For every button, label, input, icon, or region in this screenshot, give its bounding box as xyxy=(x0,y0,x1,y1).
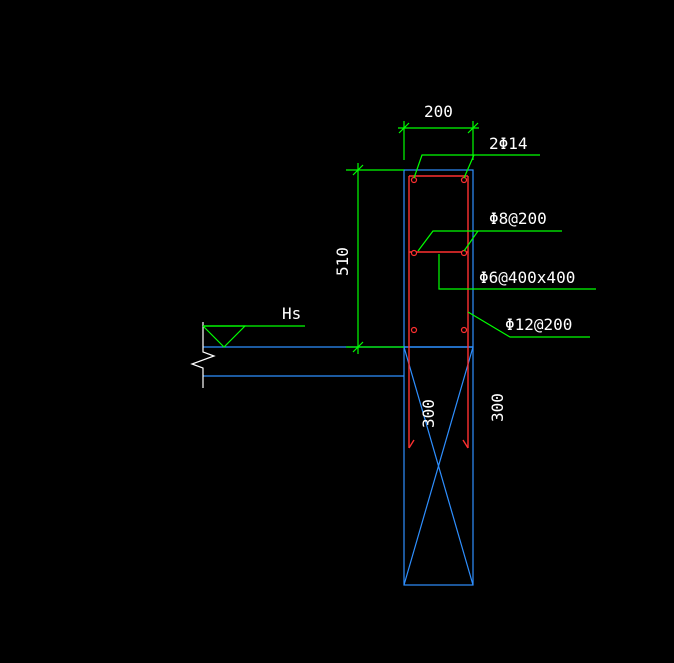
stirrup-label: Φ8@200 xyxy=(489,209,547,228)
leader-vertical-bars xyxy=(467,311,590,338)
dim-height-label: 510 xyxy=(333,247,352,276)
leader-top-bars xyxy=(413,154,540,179)
rebar-dot xyxy=(410,326,418,334)
leader-stirrup-2 xyxy=(463,230,479,252)
leader-stirrup xyxy=(417,230,562,252)
vertical-bars-label: Φ12@200 xyxy=(505,315,572,334)
leader-tie-bars xyxy=(438,254,596,290)
leaders xyxy=(413,154,596,338)
dim-top-width xyxy=(398,121,479,160)
rebar-right-hook xyxy=(462,439,469,449)
dim-height xyxy=(346,163,404,354)
rebar-dot xyxy=(460,249,468,257)
rebar-dot xyxy=(460,326,468,334)
rebar-dots xyxy=(410,176,468,334)
break-line xyxy=(190,322,216,388)
wall-structure xyxy=(203,169,474,586)
top-bars-label: 2Φ14 xyxy=(489,134,528,153)
level-marker xyxy=(202,325,305,348)
outer-dim-label: 300 xyxy=(488,393,507,422)
inner-dim-label: 300 xyxy=(419,399,438,428)
leader-top-bars-2 xyxy=(463,154,475,179)
rebar-left-hook xyxy=(408,439,415,449)
rebar-dot xyxy=(410,176,418,184)
rebar-dot xyxy=(410,249,418,257)
level-mark-label: Hs xyxy=(282,304,301,323)
rebar-group xyxy=(408,175,469,449)
wall-cross-b xyxy=(403,346,474,586)
dim-top-width-label: 200 xyxy=(424,102,453,121)
rebar-dot xyxy=(460,176,468,184)
tie-bars-label: Φ6@400x400 xyxy=(479,268,575,287)
